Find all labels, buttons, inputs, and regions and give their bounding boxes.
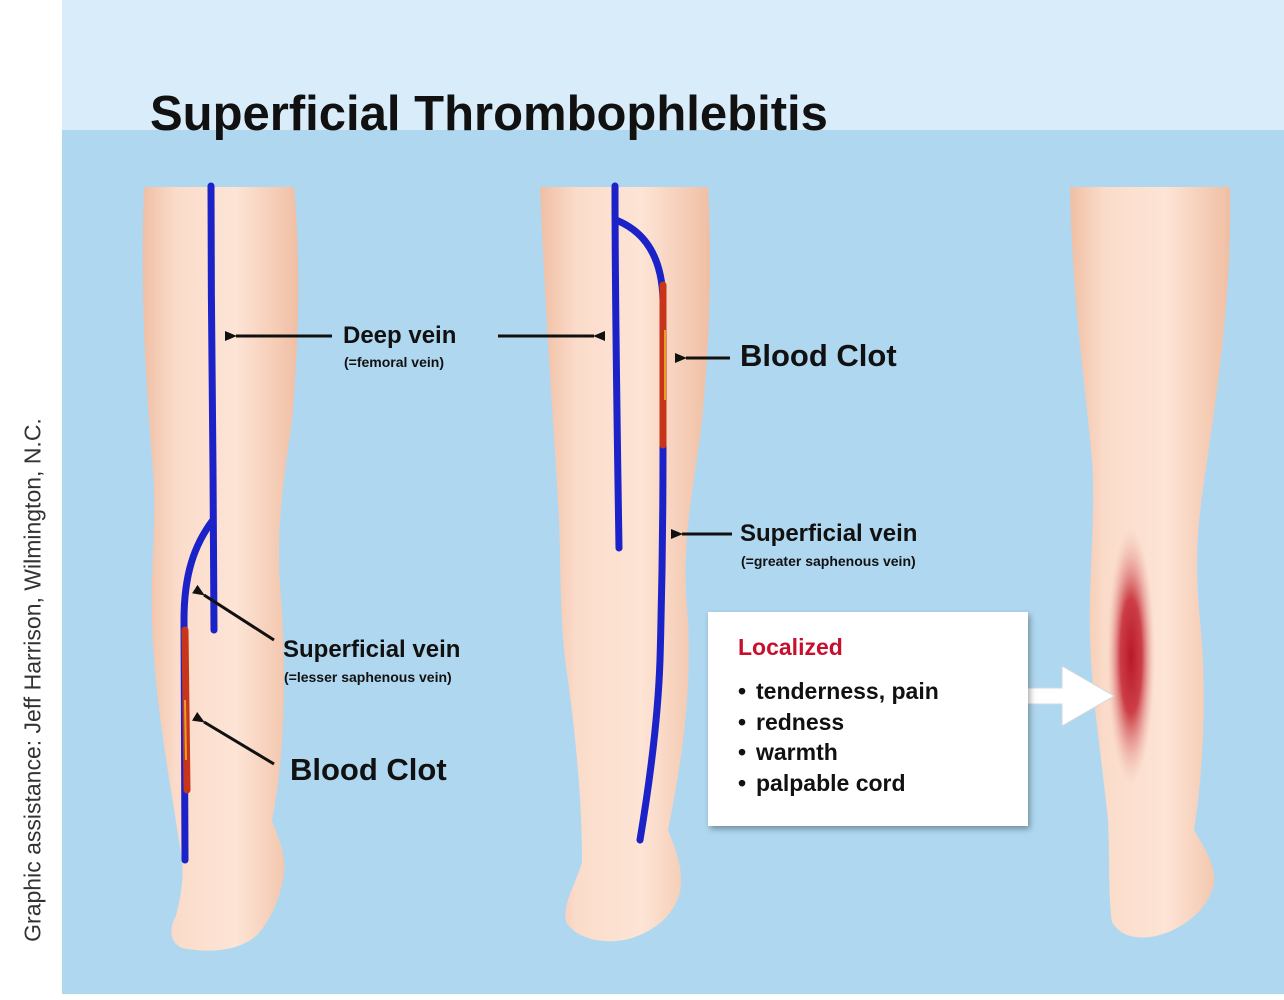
credit-strip: Graphic assistance: Jeff Harrison, Wilmi… xyxy=(0,0,62,994)
graphic-credit: Graphic assistance: Jeff Harrison, Wilmi… xyxy=(20,360,47,1000)
illustration-canvas xyxy=(62,0,1284,994)
bullet: • xyxy=(738,707,756,738)
label-deep-vein: Deep vein xyxy=(343,322,456,350)
label-superficial-vein-greater: Superficial vein xyxy=(740,520,917,548)
label-blood-clot-top: Blood Clot xyxy=(740,338,897,374)
symptom-item: •warmth xyxy=(738,737,939,768)
symptom-heading: Localized xyxy=(738,634,843,661)
clot-highlight-left xyxy=(185,700,186,760)
illustration-panel: Superficial Thrombophlebitis Deep vein (… xyxy=(62,0,1284,994)
symptom-item: •palpable cord xyxy=(738,768,939,799)
label-deep-vein-sub: (=femoral vein) xyxy=(344,354,444,370)
symptom-box: Localized •tenderness, pain •redness •wa… xyxy=(708,612,1028,826)
deep-vein-left xyxy=(211,186,214,630)
deep-vein-middle xyxy=(615,186,619,548)
bullet: • xyxy=(738,676,756,707)
symptom-item: •redness xyxy=(738,707,939,738)
page-title: Superficial Thrombophlebitis xyxy=(150,86,828,142)
label-superficial-vein-lesser: Superficial vein xyxy=(283,636,460,664)
symptom-text: warmth xyxy=(756,739,838,765)
inflammation-redness xyxy=(1107,528,1155,784)
label-blood-clot-bottom: Blood Clot xyxy=(290,752,447,788)
symptom-text: palpable cord xyxy=(756,770,906,796)
symptom-text: tenderness, pain xyxy=(756,678,939,704)
symptom-text: redness xyxy=(756,709,844,735)
label-superficial-vein-lesser-sub: (=lesser saphenous vein) xyxy=(284,669,452,685)
bullet: • xyxy=(738,768,756,799)
label-superficial-vein-greater-sub: (=greater saphenous vein) xyxy=(741,553,916,569)
bullet: • xyxy=(738,737,756,768)
symptom-list: •tenderness, pain •redness •warmth •palp… xyxy=(738,676,939,798)
symptom-item: •tenderness, pain xyxy=(738,676,939,707)
